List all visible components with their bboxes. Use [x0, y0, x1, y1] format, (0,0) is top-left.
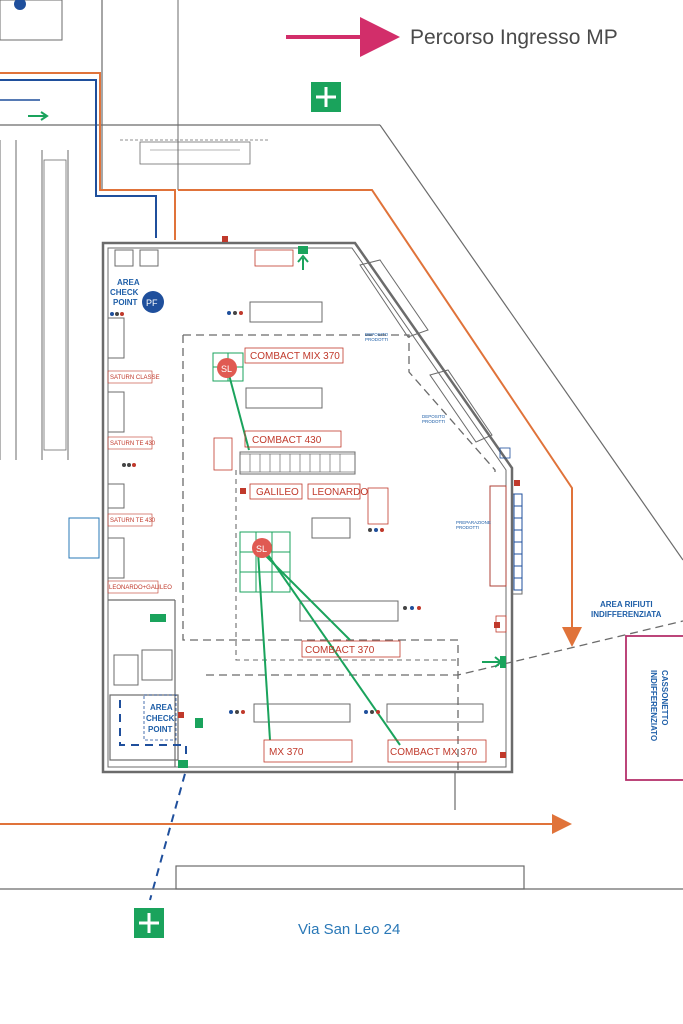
info-boxes	[68, 517, 100, 559]
check-point-top-line1: AREA	[117, 278, 140, 287]
label-combact-370: COMBACT 370	[305, 645, 375, 656]
label-mx-370: MX 370	[269, 747, 304, 758]
check-point-top: AREA CHECK POINT PF	[110, 278, 164, 313]
svg-text:SL: SL	[221, 364, 232, 374]
label-galileo: GALILEO	[256, 487, 299, 498]
pedestrian-path	[119, 700, 187, 901]
svg-text:PRODOTTI: PRODOTTI	[365, 337, 388, 342]
legend-route-label: Percorso Ingresso MP	[410, 26, 618, 49]
red-fire-points	[178, 236, 520, 758]
label-saturn-te-430-b: SATURN TE 430	[110, 518, 156, 524]
label-saturn-te-430-a: SATURN TE 430	[110, 441, 156, 447]
orange-route	[0, 72, 582, 834]
waste-container-label-1: CASSONETTO	[660, 670, 669, 725]
check-point-bottom-line2: CHECK	[146, 714, 175, 723]
svg-text:PRODOTTI: PRODOTTI	[422, 419, 445, 424]
waste-area-label-2: INDIFFERENZIATA	[591, 610, 662, 619]
street-name: Via San Leo 24	[298, 921, 400, 938]
safety-lines	[227, 370, 401, 746]
street-boundary	[0, 772, 683, 890]
waste-container-box	[625, 635, 683, 781]
neighbor-building	[0, 0, 683, 561]
waste-container-label-2: INDIFFERENZIATO	[649, 670, 658, 741]
svg-text:PREPARAZIONE: PREPARAZIONE	[456, 520, 491, 525]
legend: Percorso Ingresso MP	[286, 17, 618, 57]
check-point-bottom: AREA CHECK POINT	[143, 694, 177, 741]
waste-area: AREA RIFIUTI INDIFFERENZIATA CASSONETTO …	[591, 600, 683, 781]
label-saturn-classe: SATURN CLASSE	[110, 375, 160, 381]
svg-text:DEPOSITO: DEPOSITO	[365, 332, 389, 337]
emergency-exit-markers	[28, 82, 506, 938]
label-leonardo-galileo: LEONARDO+GALILEO	[109, 585, 172, 591]
dot-triplets	[110, 311, 421, 714]
svg-text:DEPOSITO: DEPOSITO	[422, 414, 446, 419]
rack-grid	[239, 453, 356, 473]
staff-badge-upper: SL	[217, 358, 237, 378]
check-point-bottom-line3: POINT	[148, 725, 173, 734]
utility-line	[0, 79, 157, 238]
pf-badge	[142, 291, 164, 313]
svg-text:SL: SL	[256, 544, 267, 554]
blue-small-notes: DEPOSITO PRODOTTI DEPOSITO PRODOTTI PREP…	[365, 332, 491, 530]
diagonal-wall-bays	[359, 259, 493, 443]
manhole-icon	[14, 0, 26, 10]
label-combact-430: COMBACT 430	[252, 435, 322, 446]
pf-badge-label: PF	[146, 298, 158, 308]
svg-text:PRODOTTI: PRODOTTI	[456, 525, 479, 530]
label-combact-mix-370-a: COMBACT MIX 370	[250, 351, 340, 362]
waste-area-label-1: AREA RIFIUTI	[600, 600, 653, 609]
label-leonardo: LEONARDO	[312, 487, 368, 498]
staff-badge-lower: SL	[252, 538, 272, 558]
check-point-bottom-line1: AREA	[150, 703, 173, 712]
electrical-panel	[513, 493, 523, 591]
small-red-markers	[213, 249, 511, 633]
check-point-top-line2: CHECK	[110, 288, 139, 297]
check-point-top-line3: POINT	[113, 298, 138, 307]
main-building	[101, 241, 683, 774]
machine-labels: COMBACT MIX 370 COMBACT 430 GALILEO LEON…	[107, 347, 487, 763]
label-combact-mx-370-b: COMBACT MX 370	[390, 747, 477, 758]
